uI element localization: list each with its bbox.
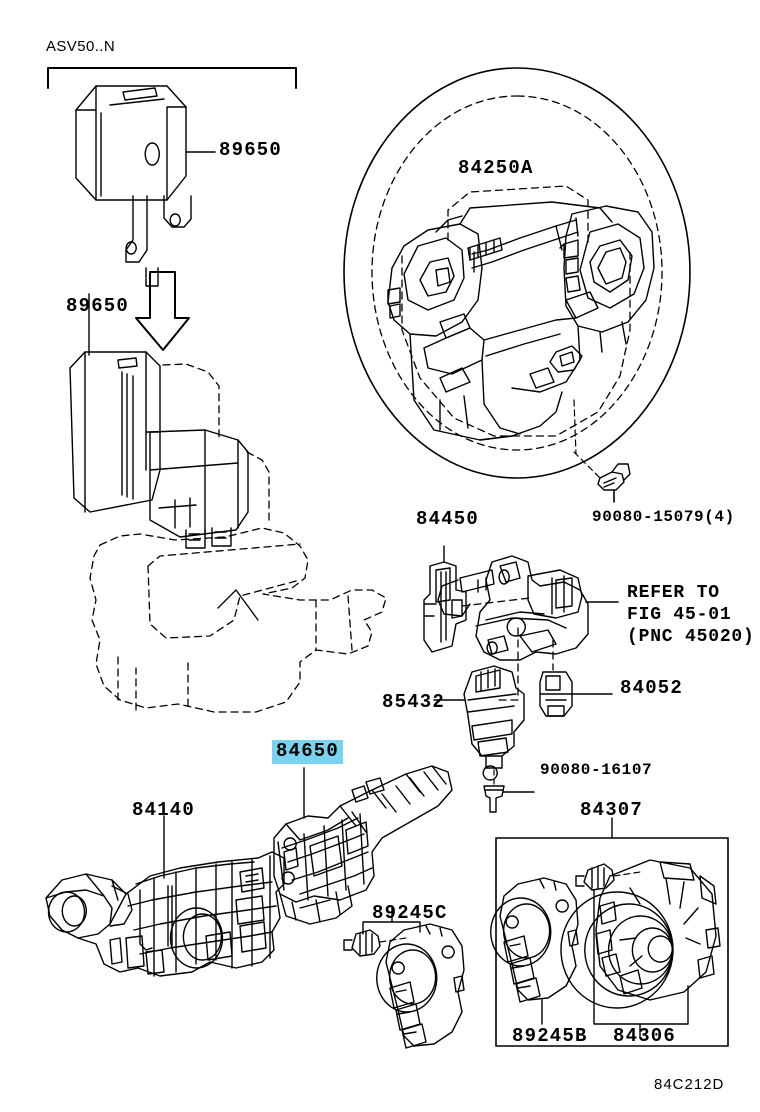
clamp-84052 (539, 671, 613, 717)
refer-note-line2: FIG 45-01 (627, 605, 732, 625)
mounting-screw-90080-16107 (483, 785, 535, 813)
column-detail (217, 589, 259, 621)
variant-code-label: ASV50..N (46, 38, 116, 55)
assembly-arrow (135, 271, 190, 351)
steering-wheel (343, 67, 691, 479)
spiral-cable-84306 (560, 859, 721, 1039)
part-label-85432[interactable]: 85432 (382, 691, 446, 713)
part-label-84140[interactable]: 84140 (132, 799, 196, 821)
variant-bracket (47, 67, 297, 89)
steering-angle-sensor-89245c (343, 907, 465, 1049)
steering-wheel-screw (597, 463, 631, 503)
part-label-84306[interactable]: 84306 (613, 1025, 677, 1047)
turn-signal-switch-84650 (273, 765, 453, 925)
part-label-90080-16107[interactable]: 90080-16107 (540, 761, 653, 779)
part-label-90080-15079[interactable]: 90080-15079(4) (592, 508, 735, 526)
part-label-89245C[interactable]: 89245C (372, 902, 448, 924)
diagram-code-footer: 84C212D (654, 1076, 725, 1093)
part-label-89245B[interactable]: 89245B (512, 1025, 588, 1047)
module-stub (145, 267, 159, 287)
part-label-89650-lower[interactable]: 89650 (66, 295, 130, 317)
screw-guide (573, 451, 601, 479)
switch-link (461, 597, 531, 607)
refer-note-line1: REFER TO (627, 583, 720, 603)
column-cover-phantom (89, 363, 387, 713)
refer-note-line3: (PNC 45020) (627, 627, 755, 647)
steering-angle-sensor-89245b (490, 877, 579, 1025)
part-label-84250A[interactable]: 84250A (458, 157, 534, 179)
key-interlock-85432 (433, 665, 525, 781)
combination-switch-84140 (45, 815, 285, 977)
part-label-84450[interactable]: 84450 (416, 508, 480, 530)
ecu-module-installed (69, 293, 249, 549)
stop-lamp-switch-84450 (423, 545, 467, 653)
part-label-84307[interactable]: 84307 (580, 799, 644, 821)
bracket-drop-line (497, 627, 519, 701)
spiral-cable-group-box (495, 817, 729, 1047)
column-bracket (437, 555, 619, 661)
part-label-84052[interactable]: 84052 (620, 677, 684, 699)
part-label-84650-highlighted[interactable]: 84650 (272, 740, 344, 764)
part-label-89650-upper[interactable]: 89650 (219, 139, 283, 161)
ecu-module-upper (75, 85, 216, 263)
